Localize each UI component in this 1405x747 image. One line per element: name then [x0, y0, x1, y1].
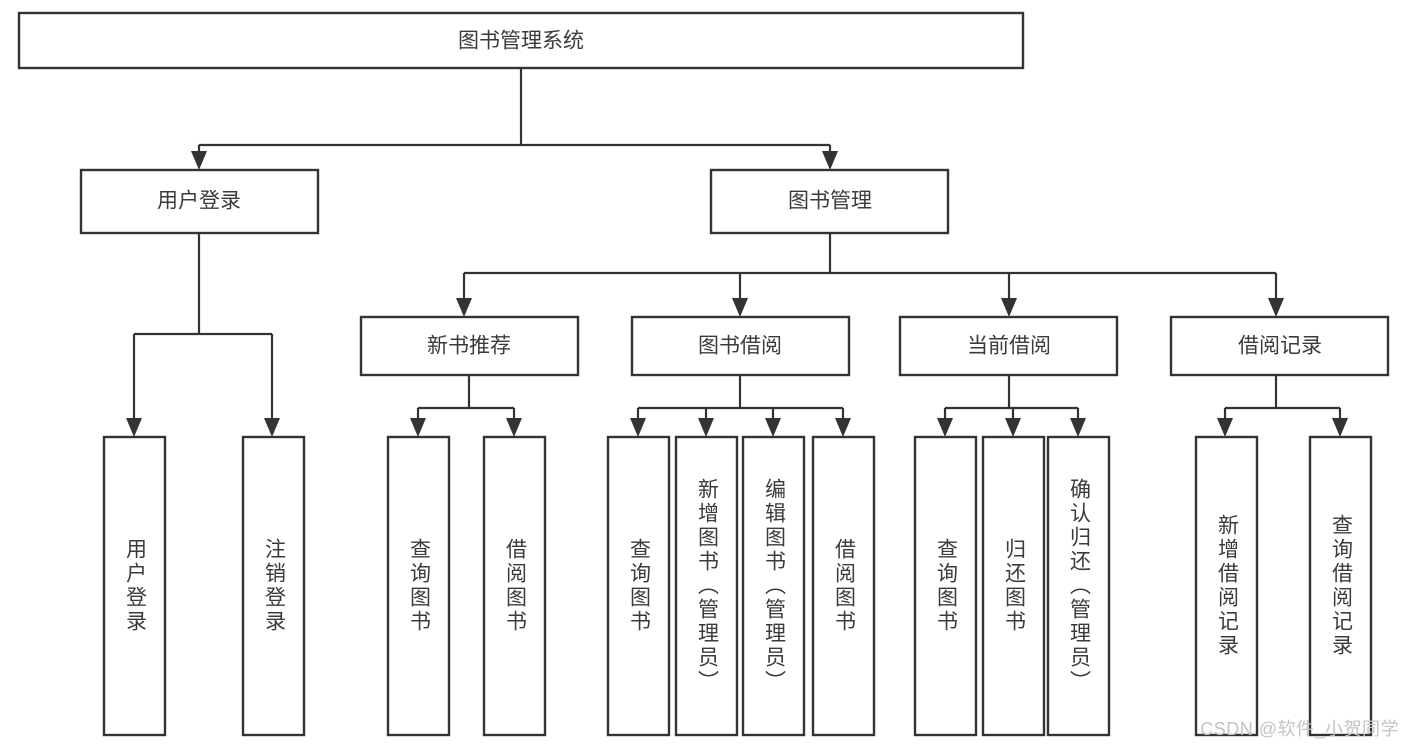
leaf-borrow-record-1-box[interactable]	[1194, 435, 1259, 737]
edge-group-borrow-record	[1217, 375, 1348, 437]
arrow-leaf-br-2	[1332, 418, 1348, 437]
leaf-borrow-record-1[interactable]: 新增借阅记录	[1194, 435, 1259, 737]
leaf-book-borrow-4-label: 借阅图书	[832, 538, 856, 634]
leaf-current-borrow-3-box[interactable]	[1046, 435, 1111, 737]
arrow-to-user-login	[191, 151, 207, 170]
leaf-book-borrow-3[interactable]: 编辑图书（管理员）	[741, 435, 806, 737]
node-user-login-box[interactable]	[79, 168, 320, 235]
node-current-borrow-label: 当前借阅	[967, 335, 1051, 358]
edge-group-root	[191, 68, 838, 170]
node-current-borrow-box[interactable]	[898, 315, 1119, 377]
leaf-new-book-recommend-1-box[interactable]	[386, 435, 451, 737]
leaf-book-borrow-4-box[interactable]	[811, 435, 876, 737]
node-new-book-recommend[interactable]: 新书推荐	[359, 315, 580, 377]
leaf-new-book-recommend-2[interactable]: 借阅图书	[482, 435, 547, 737]
arrow-leaf-cb-1	[937, 418, 953, 437]
arrow-leaf-cb-3	[1070, 418, 1086, 437]
leaf-current-borrow-2-label: 归还图书	[1002, 538, 1026, 634]
leaf-book-borrow-3-label: 编辑图书（管理员）	[762, 478, 786, 694]
arrow-to-current-borrow	[1001, 298, 1017, 317]
leaf-book-borrow-3-box[interactable]	[741, 435, 806, 737]
leaf-user-login-2[interactable]: 注销登录	[241, 435, 306, 737]
leaf-book-borrow-1-box[interactable]	[606, 435, 671, 737]
leaf-book-borrow-2-label: 新增图书（管理员）	[695, 478, 719, 694]
arrow-leaf-cb-2	[1005, 418, 1021, 437]
edge-group-book-borrow	[630, 375, 851, 437]
leaf-new-book-recommend-1[interactable]: 查询图书	[386, 435, 451, 737]
arrow-to-book-borrow	[732, 298, 748, 317]
node-borrow-record[interactable]: 借阅记录	[1169, 315, 1390, 377]
node-new-book-recommend-box[interactable]	[359, 315, 580, 377]
arrow-to-borrow-record	[1268, 298, 1284, 317]
leaf-borrow-record-1-label: 新增借阅记录	[1215, 514, 1239, 658]
leaf-book-borrow-1-label: 查询图书	[627, 538, 651, 634]
leaf-book-borrow-4[interactable]: 借阅图书	[811, 435, 876, 737]
edge-group-new-book-recommend	[410, 375, 522, 437]
node-book-manage-label: 图书管理	[788, 190, 872, 213]
arrow-leaf-user-login-2	[264, 418, 280, 437]
edge-group-book-manage	[456, 233, 1284, 317]
leaf-borrow-record-2-box[interactable]	[1308, 435, 1373, 737]
edge-group-user-login	[126, 233, 280, 437]
arrow-leaf-nbr-1	[410, 418, 426, 437]
leaf-book-borrow-2-box[interactable]	[674, 435, 739, 737]
node-current-borrow[interactable]: 当前借阅	[898, 315, 1119, 377]
arrow-leaf-user-login-1	[126, 418, 142, 437]
node-borrow-record-label: 借阅记录	[1238, 335, 1322, 358]
leaf-current-borrow-3[interactable]: 确认归还（管理员）	[1046, 435, 1111, 737]
node-new-book-recommend-label: 新书推荐	[427, 335, 511, 358]
node-user-login[interactable]: 用户登录	[79, 168, 320, 235]
leaf-user-login-2-label: 注销登录	[262, 538, 286, 634]
node-root-label: 图书管理系统	[458, 30, 584, 53]
node-user-login-label: 用户登录	[157, 190, 241, 213]
leaf-current-borrow-1-box[interactable]	[913, 435, 978, 737]
leaf-new-book-recommend-1-label: 查询图书	[407, 538, 431, 634]
edge-group-current-borrow	[937, 375, 1086, 437]
leaf-new-book-recommend-2-box[interactable]	[482, 435, 547, 737]
node-book-borrow-label: 图书借阅	[698, 335, 782, 358]
node-root[interactable]: 图书管理系统	[17, 11, 1025, 70]
node-book-manage-box[interactable]	[709, 168, 950, 235]
node-root-box[interactable]	[17, 11, 1025, 70]
arrow-leaf-bb-3	[765, 418, 781, 437]
node-book-borrow-box[interactable]	[630, 315, 851, 377]
leaf-current-borrow-1-label: 查询图书	[934, 538, 958, 634]
node-book-borrow[interactable]: 图书借阅	[630, 315, 851, 377]
arrow-leaf-bb-1	[630, 418, 646, 437]
arrow-leaf-bb-4	[835, 418, 851, 437]
leaf-book-borrow-2[interactable]: 新增图书（管理员）	[674, 435, 739, 737]
leaf-borrow-record-2-label: 查询借阅记录	[1329, 514, 1353, 658]
node-book-manage[interactable]: 图书管理	[709, 168, 950, 235]
leaf-user-login-1[interactable]: 用户登录	[102, 435, 167, 737]
leaf-user-login-1-box[interactable]	[102, 435, 167, 737]
node-borrow-record-box[interactable]	[1169, 315, 1390, 377]
arrow-leaf-br-1	[1217, 418, 1233, 437]
arrow-to-new-book-recommend	[456, 298, 472, 317]
leaf-book-borrow-1[interactable]: 查询图书	[606, 435, 671, 737]
leaf-borrow-record-2[interactable]: 查询借阅记录	[1308, 435, 1373, 737]
leaf-current-borrow-2-box[interactable]	[981, 435, 1046, 737]
arrow-to-book-manage	[822, 151, 838, 170]
leaf-current-borrow-3-label: 确认归还（管理员）	[1067, 478, 1091, 694]
leaf-current-borrow-1[interactable]: 查询图书	[913, 435, 978, 737]
arrow-leaf-nbr-2	[506, 418, 522, 437]
leaf-new-book-recommend-2-label: 借阅图书	[503, 538, 527, 634]
leaf-user-login-2-box[interactable]	[241, 435, 306, 737]
leaf-current-borrow-2[interactable]: 归还图书	[981, 435, 1046, 737]
leaf-user-login-1-label: 用户登录	[123, 538, 147, 634]
arrow-leaf-bb-2	[698, 418, 714, 437]
